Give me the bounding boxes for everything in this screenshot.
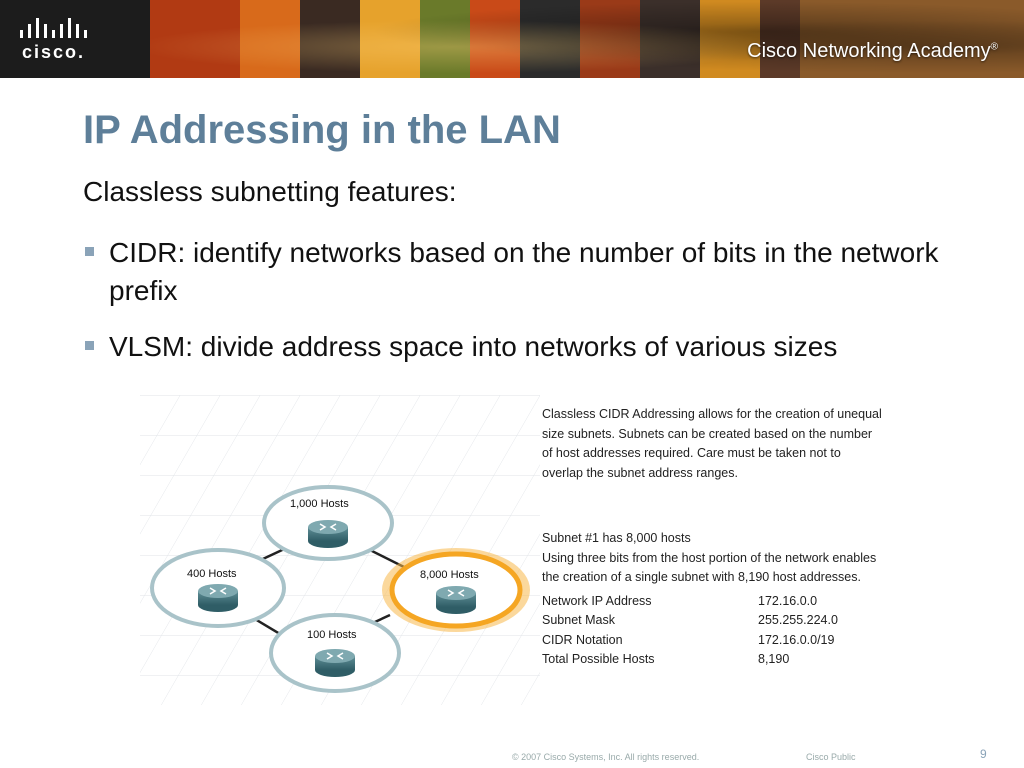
subnet-description: Using three bits from the host portion o…	[542, 550, 877, 585]
academy-title-rest: Networking Academy	[802, 40, 991, 62]
trademark-symbol: ®	[990, 41, 998, 53]
bullet-list: CIDR: identify networks based on the num…	[83, 234, 963, 384]
row-value: 255.255.224.0	[758, 613, 838, 627]
row-key: Subnet Mask	[542, 613, 615, 627]
row-value: 8,190	[758, 652, 790, 666]
square-bullet-icon	[85, 341, 94, 350]
banner-photo-collage	[150, 0, 1024, 78]
footer-copyright: © 2007 Cisco Systems, Inc. All rights re…	[512, 752, 700, 762]
table-row: CIDR Notation 172.16.0.0/19	[542, 631, 882, 651]
router-icon	[315, 649, 355, 677]
node-label: 100 Hosts	[307, 629, 357, 641]
cisco-logo-text: cisco.	[22, 42, 86, 62]
router-icon	[308, 520, 348, 548]
cloud-100-hosts: 100 Hosts	[269, 613, 401, 693]
slide-title: IP Addressing in the LAN	[83, 108, 561, 152]
row-key: Total Possible Hosts	[542, 652, 655, 666]
cisco-bridge-icon	[20, 18, 87, 38]
network-diagram: 1,000 Hosts 400 Hosts 8,000 Hosts	[140, 395, 540, 705]
table-row: Network IP Address 172.16.0.0	[542, 592, 882, 612]
row-value: 172.16.0.0/19	[758, 632, 835, 647]
footer-classification: Cisco Public	[806, 752, 856, 762]
router-icon	[436, 586, 476, 614]
node-label: 1,000 Hosts	[290, 498, 349, 510]
subnet-heading: Subnet #1 has 8,000 hosts	[542, 531, 691, 545]
node-label: 400 Hosts	[187, 568, 237, 580]
row-key: CIDR Notation	[542, 632, 623, 647]
page-number: 9	[980, 747, 987, 761]
cisco-logo: cisco.	[0, 0, 150, 78]
info-intro: Classless CIDR Addressing allows for the…	[542, 407, 882, 480]
academy-title: Cisco Networking Academy®	[747, 40, 998, 63]
cloud-400-hosts: 400 Hosts	[150, 548, 286, 628]
router-icon	[198, 584, 238, 612]
slide-subtitle: Classless subnetting features:	[83, 176, 457, 207]
bullet-item-cidr: CIDR: identify networks based on the num…	[83, 234, 963, 310]
square-bullet-icon	[85, 247, 94, 256]
table-row: Total Possible Hosts 8,190	[542, 650, 882, 670]
academy-title-prefix: Cisco	[747, 40, 803, 62]
cloud-8000-hosts: 8,000 Hosts	[382, 548, 530, 632]
row-key: Network IP Address	[542, 593, 652, 608]
node-label: 8,000 Hosts	[420, 569, 479, 581]
bullet-text: VLSM: divide address space into networks…	[109, 331, 838, 362]
info-panel: Classless CIDR Addressing allows for the…	[542, 405, 882, 670]
subnet-details-table: Network IP Address 172.16.0.0 Subnet Mas…	[542, 592, 882, 670]
header-banner: cisco. Cisco Networking Academy®	[0, 0, 1024, 78]
cloud-1000-hosts: 1,000 Hosts	[262, 485, 394, 561]
table-row: Subnet Mask 255.255.224.0	[542, 611, 882, 631]
bullet-text: CIDR: identify networks based on the num…	[109, 237, 939, 306]
bullet-item-vlsm: VLSM: divide address space into networks…	[83, 328, 963, 366]
row-value: 172.16.0.0	[758, 593, 818, 608]
